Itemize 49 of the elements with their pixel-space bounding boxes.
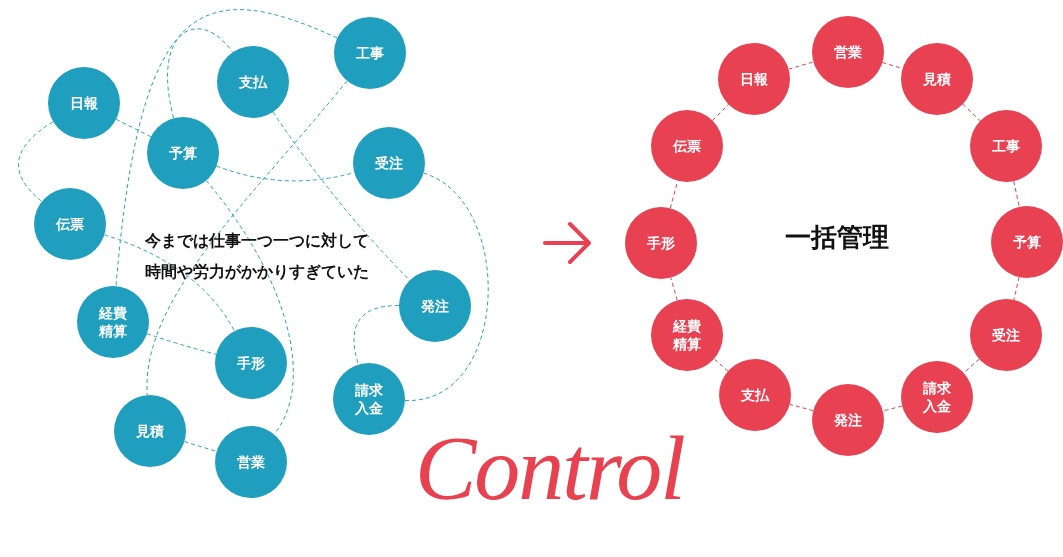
dashed-connector: [272, 111, 411, 281]
dashed-connector: [670, 277, 678, 301]
dashed-connector: [146, 80, 348, 396]
dashed-connector: [1013, 276, 1020, 301]
dashed-connector: [167, 28, 234, 119]
node-label: 工事: [992, 136, 1020, 156]
node-label: 伝票: [56, 214, 84, 234]
node-label: 予算: [169, 143, 197, 163]
dashed-connector: [146, 333, 217, 355]
node-label: 発注: [834, 410, 862, 430]
dashed-connector: [353, 305, 400, 366]
node-label: 営業: [237, 452, 265, 472]
dashed-connector: [713, 358, 729, 372]
dashed-connector: [789, 403, 814, 412]
dashed-connector: [788, 61, 814, 70]
node-label: 日報: [70, 93, 98, 113]
node-label: 伝票: [673, 136, 701, 156]
dashed-connector: [183, 441, 218, 452]
node-label: 請求入金: [354, 380, 384, 418]
node-label: 見積: [923, 69, 951, 89]
node-label: 支払: [741, 385, 769, 405]
node-label: 経費精算: [671, 316, 702, 354]
node-label: 受注: [992, 325, 1020, 345]
dashed-connector: [18, 121, 54, 202]
dashed-connector: [963, 358, 980, 374]
node-label: 支払: [239, 72, 267, 92]
node-label: 受注: [375, 153, 403, 173]
center-heading: 一括管理: [785, 221, 889, 254]
node-label: 予算: [1013, 232, 1041, 252]
script-text: Control: [415, 416, 684, 521]
node-label: 日報: [740, 69, 768, 89]
dashed-connector: [882, 405, 903, 412]
node-label: 営業: [834, 42, 862, 62]
dashed-connector: [115, 9, 338, 287]
node-label: 手形: [237, 353, 265, 373]
node-label: 発注: [421, 296, 449, 316]
dashed-connector: [103, 234, 235, 332]
node-label: 見積: [136, 421, 164, 441]
dashed-connector: [712, 104, 729, 121]
node-label: 経費精算: [97, 303, 128, 341]
node-label: 手形: [647, 233, 675, 253]
dashed-connector: [404, 172, 489, 401]
node-label: 工事: [356, 43, 384, 63]
description-text: 今までは仕事一つ一つに対して時間や労力がかかりすぎていた: [145, 230, 370, 284]
node-label: 請求入金: [922, 378, 952, 416]
dashed-connector: [205, 180, 294, 435]
dashed-connector: [962, 103, 981, 122]
dashed-connector: [115, 118, 152, 138]
dashed-connector: [1013, 180, 1020, 208]
